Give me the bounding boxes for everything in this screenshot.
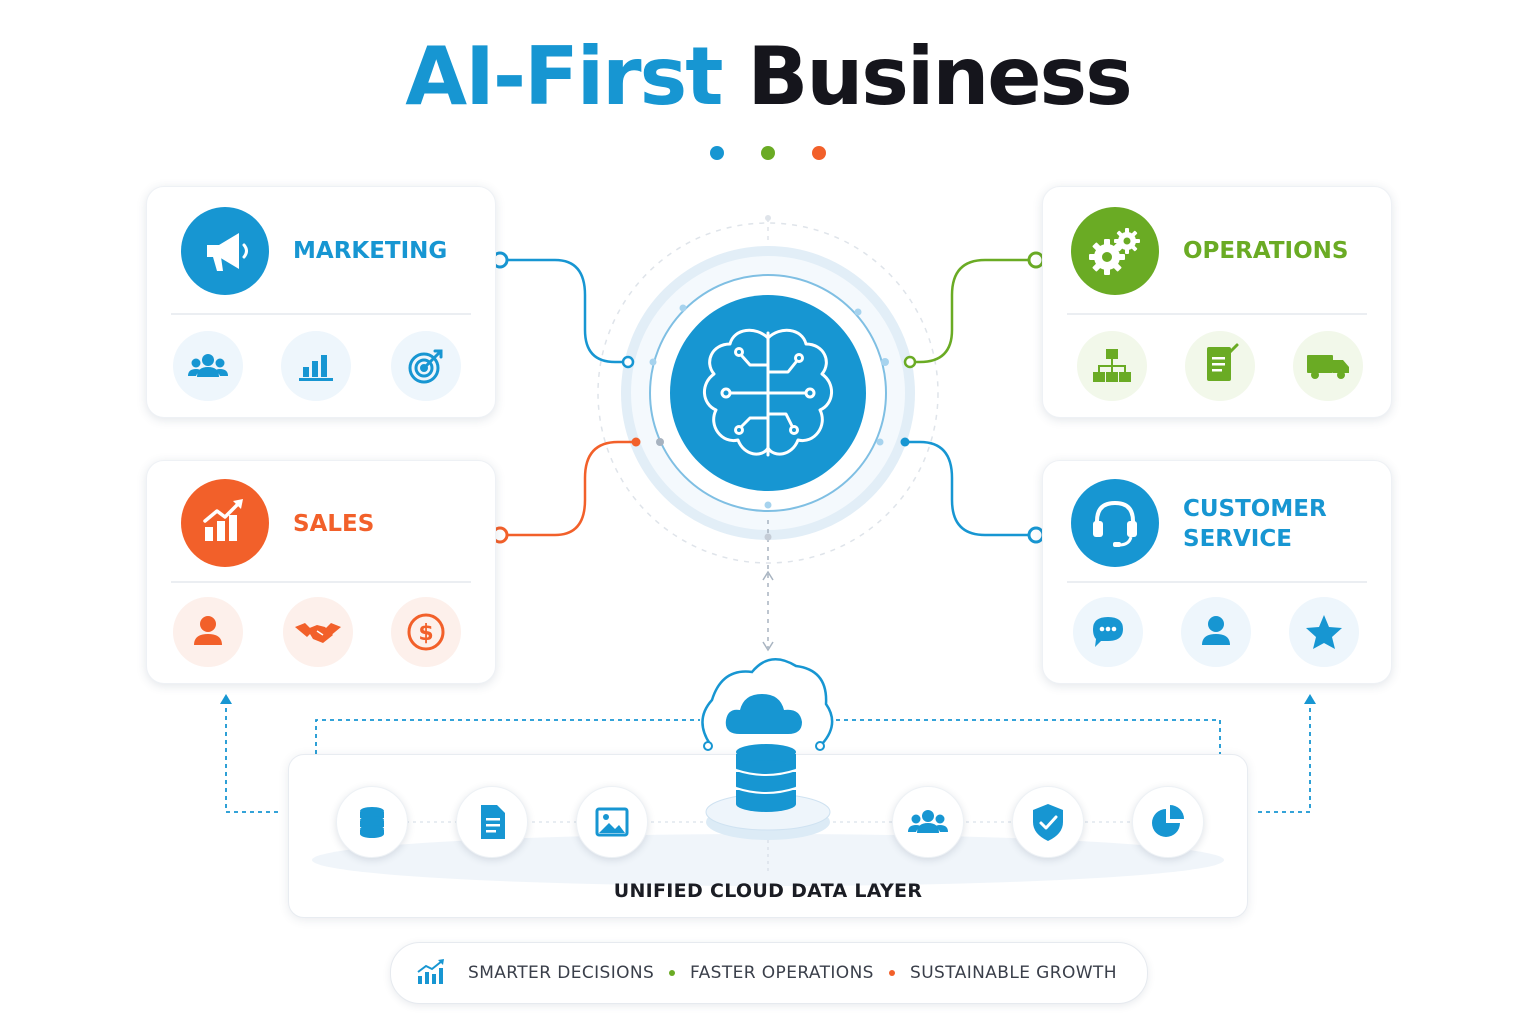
target-icon[interactable]	[391, 331, 461, 401]
person-icon[interactable]	[1181, 597, 1251, 667]
left-up-arrow	[225, 698, 278, 813]
svg-text:$: $	[418, 621, 433, 646]
footer-item-faster-operations: FASTER OPERATIONS	[690, 963, 874, 983]
title-dots	[0, 146, 1536, 160]
gears-icon	[1071, 207, 1159, 295]
title-dot-green	[761, 146, 775, 160]
document-icon[interactable]	[1185, 331, 1255, 401]
team-icon[interactable]	[892, 786, 964, 858]
footer-item-sustainable-growth: SUSTAINABLE GROWTH	[910, 963, 1117, 983]
brain-circuit-icon	[703, 328, 833, 457]
title-part-2: Business	[747, 30, 1132, 123]
megaphone-icon	[181, 207, 269, 295]
customer-service-card[interactable]: CUSTOMER SERVICE	[1042, 460, 1392, 684]
database-icon	[736, 744, 796, 812]
dollar-icon[interactable]: $	[391, 597, 461, 667]
team-icon[interactable]	[173, 331, 243, 401]
page-title: AI-First Business	[0, 22, 1536, 132]
data-layer-bracket	[315, 719, 700, 754]
pie-chart-icon[interactable]	[1132, 786, 1204, 858]
document-icon[interactable]	[456, 786, 528, 858]
footer-dot-green	[669, 970, 675, 976]
right-up-arrow	[1258, 698, 1311, 813]
shield-check-icon[interactable]	[1012, 786, 1084, 858]
marketing-card[interactable]: MARKETING	[146, 186, 496, 418]
person-icon[interactable]	[173, 597, 243, 667]
star-icon[interactable]	[1289, 597, 1359, 667]
customer-service-divider	[1067, 581, 1367, 583]
cloud-icon	[725, 694, 802, 734]
growth-chart-icon	[417, 959, 444, 984]
sales-divider	[171, 581, 471, 583]
cloud-outline	[701, 658, 834, 745]
headset-icon	[1071, 479, 1159, 567]
handshake-icon[interactable]	[283, 597, 353, 667]
org-chart-icon[interactable]	[1077, 331, 1147, 401]
footer-pill	[390, 942, 1148, 1004]
footer-dot-orange	[889, 970, 895, 976]
sales-connector	[500, 440, 636, 537]
chat-icon[interactable]	[1073, 597, 1143, 667]
operations-label: OPERATIONS	[1183, 238, 1349, 264]
data-layer-label: UNIFIED CLOUD DATA LAYER	[613, 880, 923, 902]
customer-service-connector	[905, 440, 1036, 537]
marketing-label: MARKETING	[293, 238, 448, 264]
sales-label: SALES	[293, 511, 375, 537]
title-dot-orange	[812, 146, 826, 160]
sales-card[interactable]: SALES $	[146, 460, 496, 684]
bar-chart-icon[interactable]	[281, 331, 351, 401]
customer-service-label: CUSTOMER SERVICE	[1183, 494, 1327, 554]
operations-divider	[1067, 313, 1367, 315]
marketing-divider	[171, 313, 471, 315]
customer-service-label-line-2: SERVICE	[1183, 526, 1292, 552]
title-dot-blue	[710, 146, 724, 160]
footer-item-smarter-decisions: SMARTER DECISIONS	[468, 963, 655, 983]
customer-service-label-line-1: CUSTOMER	[1183, 496, 1327, 522]
marketing-connector	[500, 258, 628, 364]
hub-outer-ring	[597, 222, 939, 564]
growth-chart-icon	[181, 479, 269, 567]
image-icon[interactable]	[576, 786, 648, 858]
operations-connector	[910, 258, 1036, 364]
title-part-1: AI-First	[405, 30, 723, 123]
truck-icon[interactable]	[1293, 331, 1363, 401]
operations-card[interactable]: OPERATIONS	[1042, 186, 1392, 418]
database-icon[interactable]	[336, 786, 408, 858]
